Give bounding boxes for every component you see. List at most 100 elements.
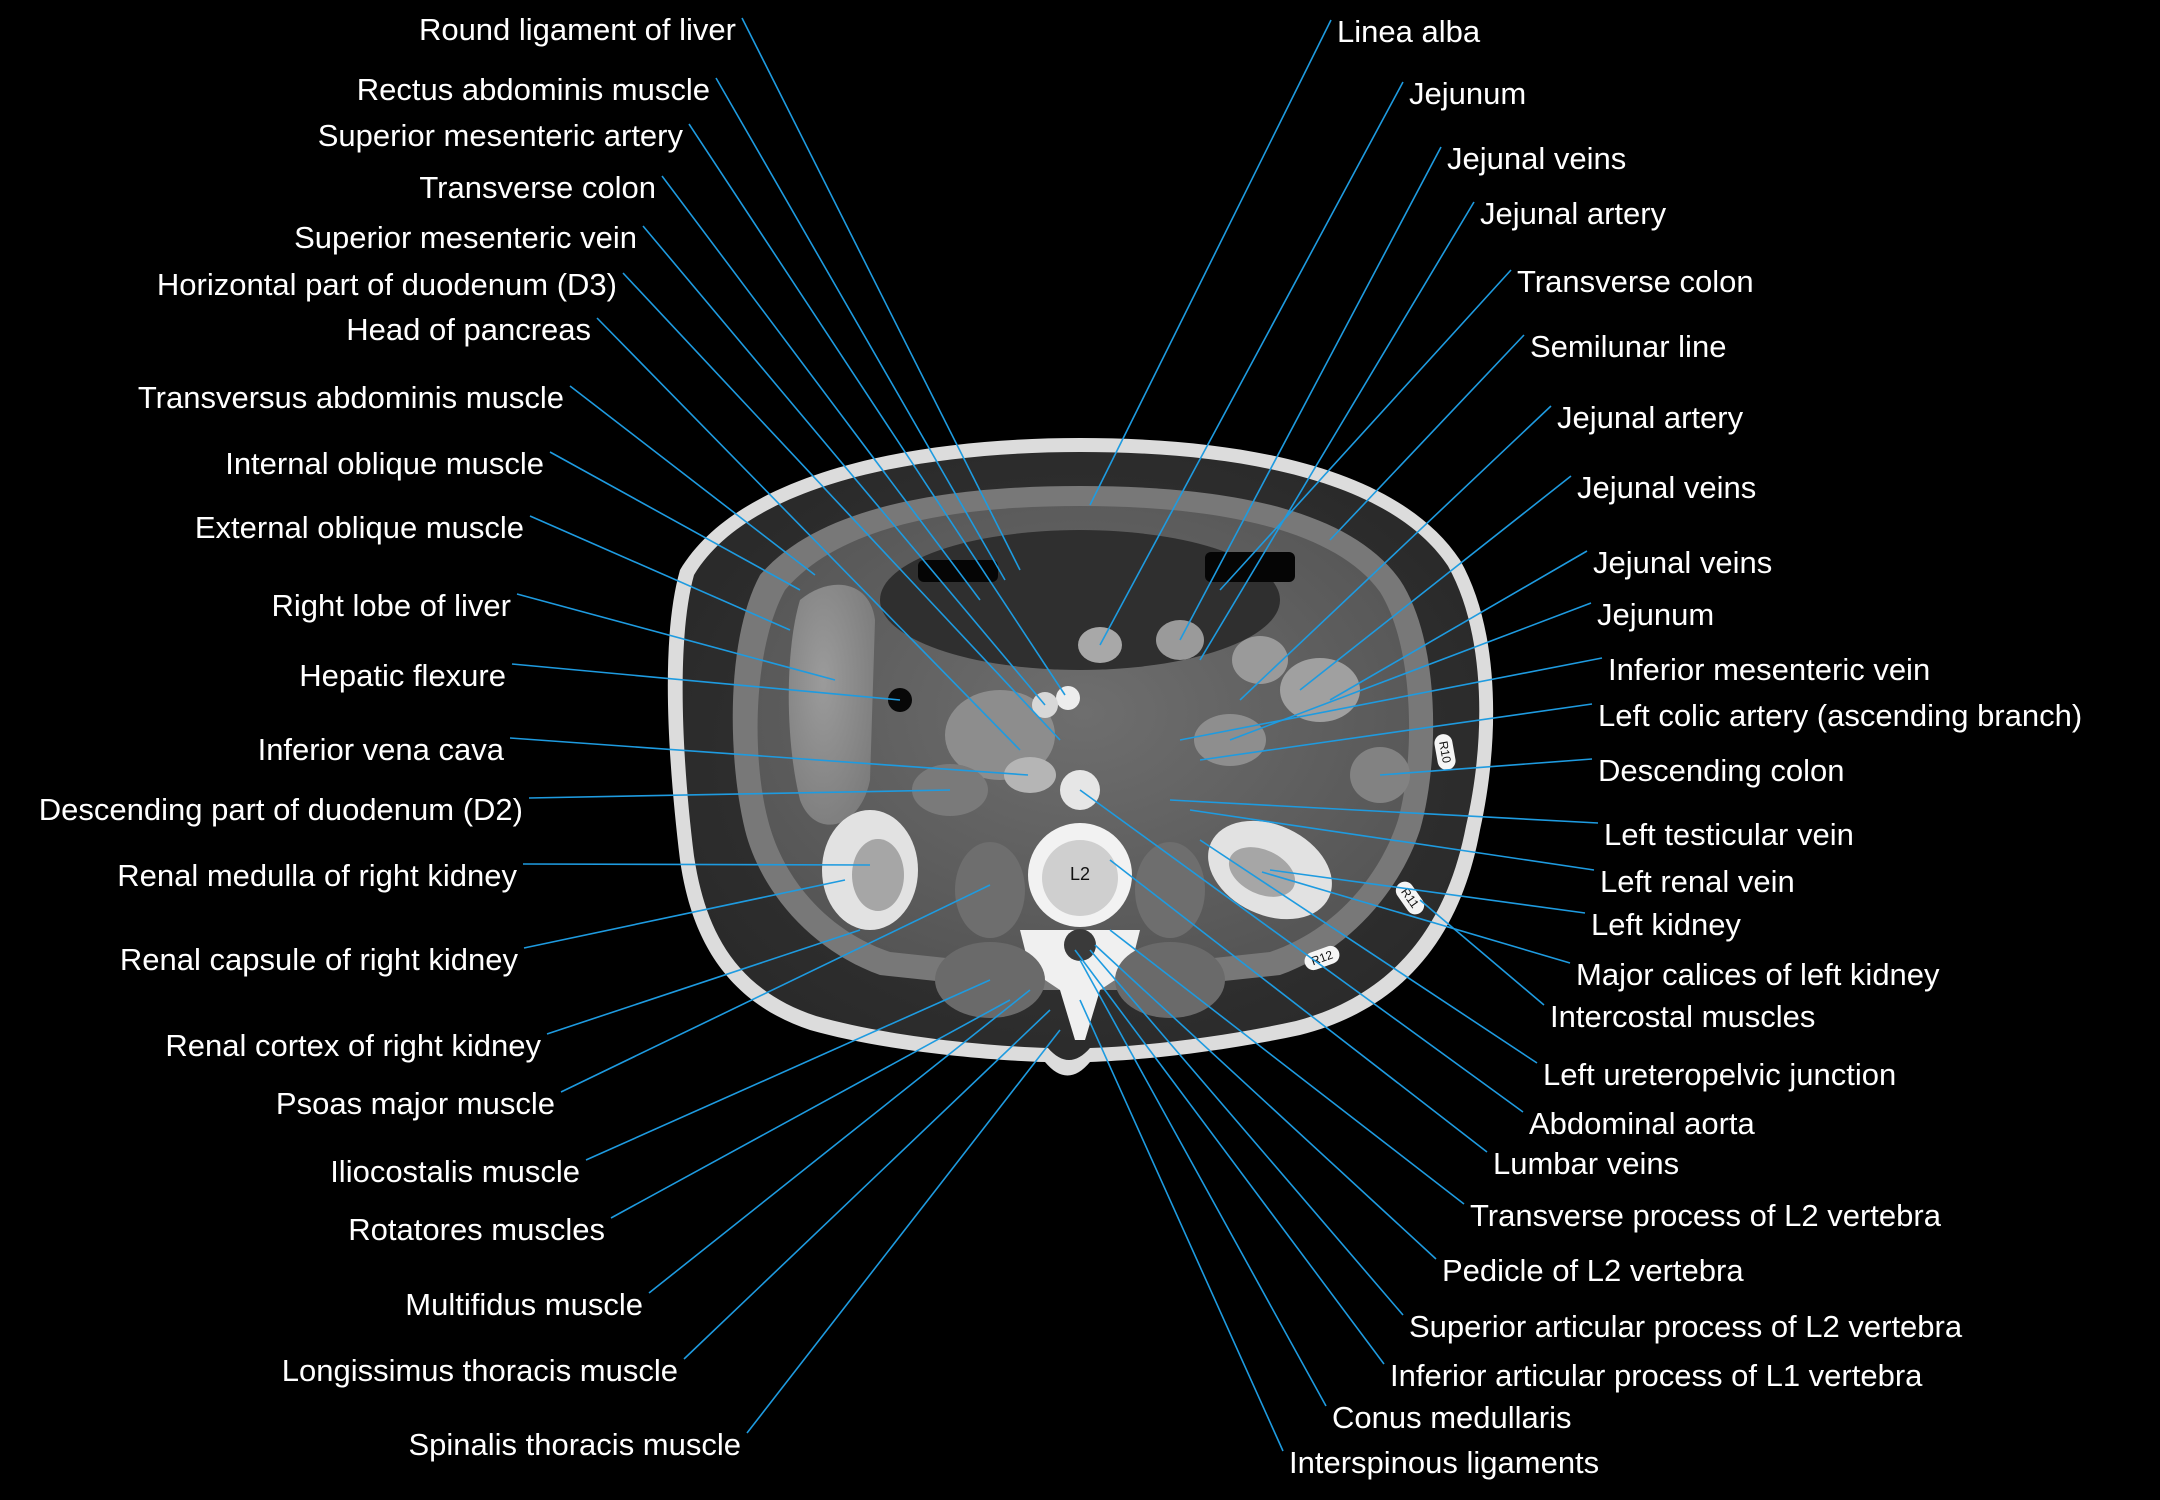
left-leader-line-16 [546,929,861,1035]
right-label-15: Left kidney [1591,907,1741,942]
right-leader-line-22 [1094,944,1437,1260]
right-leader-line-10 [1179,657,1603,741]
right-label-2: Jejunal veins [1447,141,1626,176]
vertebra-label: L2 [1070,864,1090,884]
right-label-12: Descending colon [1598,753,1844,788]
left-label-21: Longissimus thoracis muscle [282,1353,678,1388]
right-label-0: Linea alba [1337,14,1481,49]
left-leader-line-11 [511,663,901,701]
left-label-17: Psoas major muscle [276,1086,555,1121]
right-label-22: Pedicle of L2 vertebra [1442,1253,1744,1288]
right-leader-line-16 [1261,871,1571,964]
left-leader-line-14 [522,863,871,866]
left-leader-line-15 [523,879,846,949]
right-leader-line-19 [1079,789,1524,1113]
left-label-5: Horizontal part of duodenum (D3) [157,267,617,302]
right-label-26: Interspinous ligaments [1289,1445,1599,1480]
left-leader-line-10 [516,593,836,681]
right-leader-line-26 [1079,999,1284,1452]
left-leader-line-22 [746,1029,1061,1434]
right-leader-line-24 [1074,949,1385,1365]
left-leader-line-8 [549,451,801,591]
superior-mesenteric-artery [1056,686,1080,710]
left-label-1: Rectus abdominis muscle [357,72,710,107]
left-label-18: Iliocostalis muscle [330,1154,580,1189]
right-label-14: Left renal vein [1600,864,1795,899]
right-leader-line-5 [1329,334,1525,541]
right-label-5: Semilunar line [1530,329,1726,364]
right-label-19: Abdominal aorta [1529,1106,1756,1141]
ct-scan-image: L2 R10 R11 R12 [667,438,1494,1076]
left-label-10: Right lobe of liver [271,588,511,623]
right-leader-line-11 [1199,703,1593,761]
right-label-20: Lumbar veins [1493,1146,1679,1181]
right-leader-line-20 [1109,859,1488,1153]
right-label-10: Inferior mesenteric vein [1608,652,1930,687]
rib-label-r12: R12 [1304,945,1340,971]
left-label-11: Hepatic flexure [299,658,506,693]
left-leader-line-3 [661,175,981,601]
posterior-elements [1020,930,1140,1040]
left-label-6: Head of pancreas [346,312,591,347]
right-label-8: Jejunal veins [1593,545,1772,580]
left-leader-line-6 [596,317,1021,751]
right-leader-line-8 [1329,550,1588,701]
left-leader-line-1 [715,77,1006,581]
right-leader-line-17 [1419,899,1545,1006]
left-label-0: Round ligament of liver [419,12,736,47]
vertebral-body-medulla [1042,840,1118,916]
left-label-7: Transversus abdominis muscle [138,380,564,415]
right-leader-line-1 [1099,81,1404,646]
right-label-18: Left ureteropelvic junction [1543,1057,1896,1092]
left-leader-line-13 [528,789,951,799]
left-leader-line-17 [560,884,991,1093]
transverse-colon-gas-left [1205,552,1295,582]
right-leader-line-13 [1169,799,1599,824]
spinal-canal [1064,929,1096,961]
right-label-9: Jejunum [1597,597,1714,632]
left-erector-spinae [1115,942,1225,1018]
right-lobe-of-liver [788,584,875,825]
left-label-13: Descending part of duodenum (D2) [39,792,523,827]
right-leader-line-12 [1379,758,1593,776]
left-label-22: Spinalis thoracis muscle [408,1427,741,1462]
right-label-24: Inferior articular process of L1 vertebr… [1390,1358,1923,1393]
left-psoas [1135,842,1205,938]
left-label-3: Transverse colon [419,170,656,205]
left-label-15: Renal capsule of right kidney [120,942,519,977]
left-label-9: External oblique muscle [195,510,524,545]
left-label-16: Renal cortex of right kidney [165,1028,541,1063]
left-label-19: Rotatores muscles [348,1212,605,1247]
right-label-1: Jejunum [1409,76,1526,111]
right-label-4: Transverse colon [1517,264,1754,299]
left-leader-line-5 [622,272,1061,741]
right-leader-line-0 [1089,19,1332,506]
left-label-14: Renal medulla of right kidney [117,858,517,893]
left-label-8: Internal oblique muscle [225,446,544,481]
right-leader-line-7 [1299,475,1572,691]
right-label-21: Transverse process of L2 vertebra [1470,1198,1942,1233]
left-leader-line-0 [741,17,1021,571]
left-label-2: Superior mesenteric artery [318,118,684,153]
right-label-6: Jejunal artery [1557,400,1744,435]
right-label-23: Superior articular process of L2 vertebr… [1409,1309,1963,1344]
left-leader-line-7 [569,385,816,576]
right-leader-line-14 [1189,809,1595,871]
left-leader-line-12 [509,737,1029,776]
right-label-3: Jejunal artery [1480,196,1667,231]
right-label-13: Left testicular vein [1604,817,1854,852]
right-leader-line-15 [1269,869,1586,914]
left-label-4: Superior mesenteric vein [294,220,637,255]
right-leader-line-4 [1219,269,1512,591]
right-label-25: Conus medullaris [1332,1400,1572,1435]
rib-label-r10-text: R10 [1436,740,1454,764]
rib-label-r10: R10 [1434,734,1456,770]
left-label-12: Inferior vena cava [258,732,505,767]
right-leader-line-25 [1079,959,1327,1407]
right-label-11: Left colic artery (ascending branch) [1598,698,2082,733]
right-label-16: Major calices of left kidney [1576,957,1940,992]
jejunum-loop-3 [1280,658,1360,722]
left-leader-line-18 [585,979,991,1161]
inferior-vena-cava [1004,757,1056,793]
